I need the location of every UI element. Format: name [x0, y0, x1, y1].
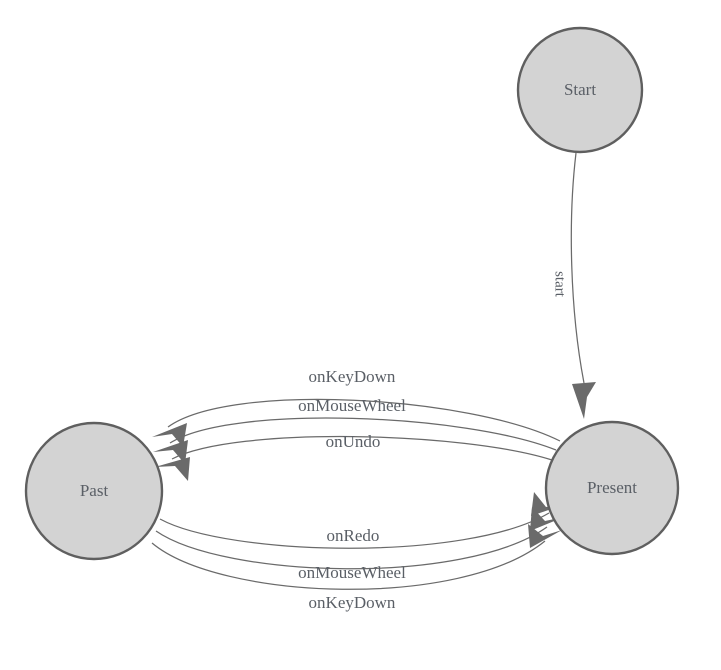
- node-start[interactable]: Start: [516, 26, 644, 154]
- node-start-label: Start: [564, 80, 596, 99]
- edge-present-to-past-onundo-path: [171, 435, 553, 461]
- edge-past-to-present-onredo-path: [159, 512, 550, 549]
- edge-present-to-past-onkeydown-arrowhead: [152, 423, 187, 447]
- node-present[interactable]: Present: [544, 420, 680, 556]
- edge-past-to-present-onmousewheel[interactable]: onMouseWheel: [155, 507, 564, 582]
- edge-start-to-present[interactable]: start: [552, 152, 596, 419]
- node-start-circle: [516, 26, 644, 154]
- edge-past-to-present-onkeydown-label: onKeyDown: [309, 593, 396, 612]
- edge-past-to-present-onredo-label: onRedo: [327, 526, 380, 545]
- edge-present-to-past-onmousewheel[interactable]: onMouseWheel: [153, 396, 557, 464]
- edge-start-to-present-label: start: [552, 271, 568, 298]
- edge-past-to-present-onmousewheel-path: [155, 526, 548, 570]
- edge-present-to-past-onundo[interactable]: onUndo: [155, 432, 553, 481]
- edge-present-to-past-onundo-label: onUndo: [326, 432, 381, 451]
- edge-past-to-present-onkeydown-path: [151, 540, 546, 590]
- node-past[interactable]: Past: [24, 421, 164, 561]
- edge-past-to-present-onredo[interactable]: onRedo: [159, 492, 566, 549]
- edge-present-to-past-onkeydown-path: [167, 398, 561, 442]
- edge-past-to-present-onkeydown-arrowhead: [528, 524, 562, 548]
- edge-present-to-past-onmousewheel-label: onMouseWheel: [298, 396, 406, 415]
- node-past-circle: [24, 421, 164, 561]
- edge-present-to-past-onkeydown-label: onKeyDown: [309, 367, 396, 386]
- edge-past-to-present-onkeydown[interactable]: onKeyDown: [151, 524, 562, 612]
- node-present-label: Present: [587, 478, 637, 497]
- node-past-label: Past: [80, 481, 109, 500]
- node-present-circle: [544, 420, 680, 556]
- edge-present-to-past-onmousewheel-path: [169, 417, 557, 451]
- edge-past-to-present-onmousewheel-arrowhead: [530, 507, 564, 531]
- edge-present-to-past-onundo-arrowhead: [155, 457, 190, 481]
- edge-present-to-past-onkeydown[interactable]: onKeyDown: [152, 367, 561, 447]
- edge-start-to-present-path: [570, 152, 585, 384]
- edge-present-to-past-onmousewheel-arrowhead: [153, 440, 188, 464]
- edge-past-to-present-onmousewheel-label: onMouseWheel: [298, 563, 406, 582]
- edge-past-to-present-onredo-arrowhead: [531, 492, 566, 516]
- edge-start-to-present-arrowhead: [572, 382, 596, 419]
